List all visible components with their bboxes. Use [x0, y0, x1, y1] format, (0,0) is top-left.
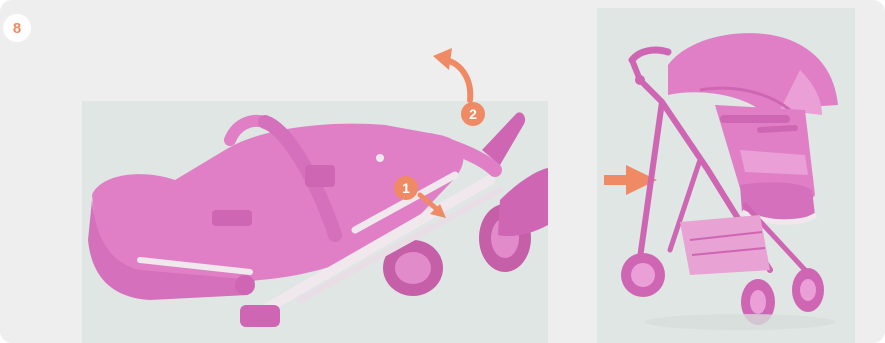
curved-arrow-icon — [433, 48, 474, 103]
stroller-canopy — [668, 33, 838, 115]
stroller-handle — [423, 112, 548, 237]
arrow-down-right-icon — [417, 192, 446, 218]
step-marker-2: 2 — [461, 102, 485, 126]
arrow-right-icon — [604, 165, 657, 195]
rear-wheel-upright — [621, 253, 665, 297]
front-wheel-left — [741, 279, 775, 325]
stroller-basket — [680, 215, 770, 275]
rear-wheel — [383, 240, 443, 296]
stroller-handle-upright — [628, 46, 672, 105]
floor-shadow — [645, 314, 835, 330]
step-marker-1: 1 — [394, 176, 418, 200]
step-number: 8 — [12, 19, 22, 37]
stroller-frame — [235, 171, 503, 327]
step-number-badge: 8 — [3, 14, 31, 42]
front-wheel-right — [792, 268, 824, 312]
stroller-seat-upright — [715, 105, 818, 225]
